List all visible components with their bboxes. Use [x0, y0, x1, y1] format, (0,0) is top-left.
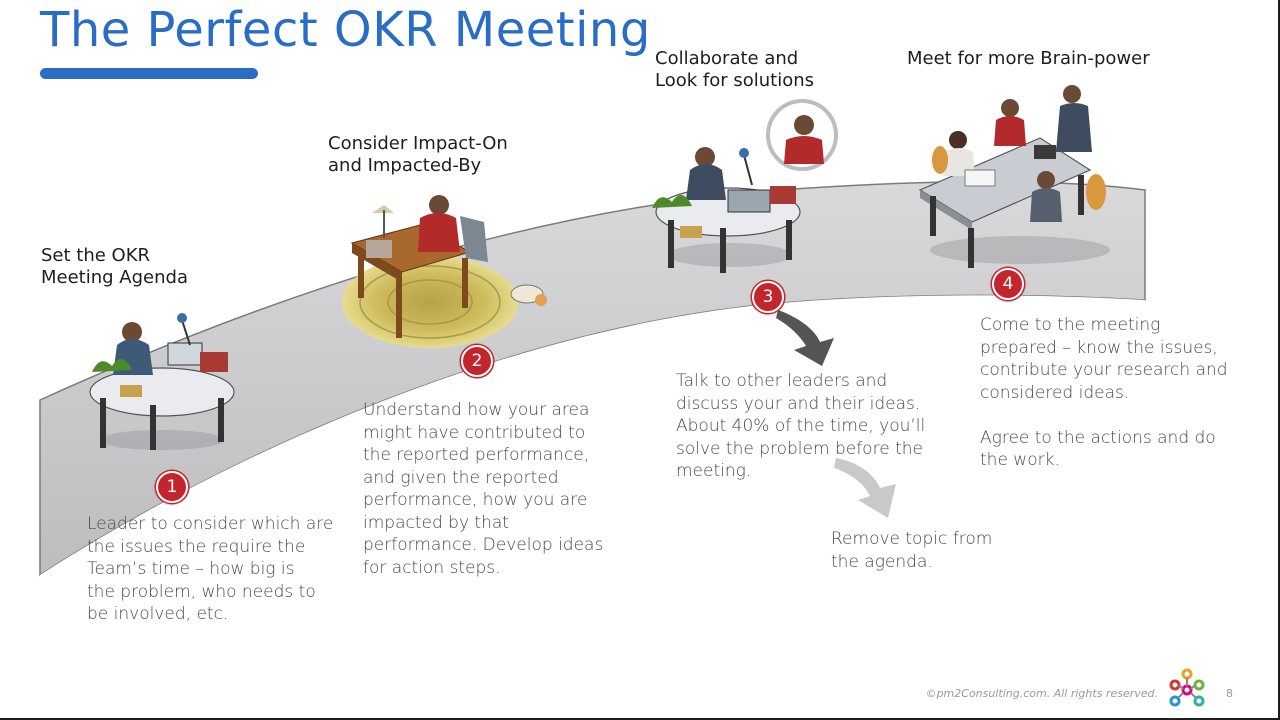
step-4-body: Come to the meeting prepared – know the … [980, 315, 1228, 470]
step-4-badge: 4 [992, 268, 1024, 300]
slide-title: The Perfect OKR Meeting [40, 2, 651, 58]
arrow-to-remove-topic [834, 458, 896, 518]
desk-4-illustration [918, 85, 1110, 268]
step-4-heading: Meet for more Brain-power [907, 48, 1150, 69]
arrow-to-step-4 [776, 310, 834, 366]
step-2-badge: 2 [461, 345, 493, 377]
remove-topic-note: Remove topic from the agenda. [831, 529, 993, 572]
step-3-badge: 3 [752, 281, 784, 313]
title-underline [40, 68, 258, 79]
desk-1-illustration [89, 313, 235, 450]
pm2-logo-icon [1169, 668, 1205, 707]
step-2-heading: Consider Impact-On and Impacted-By [328, 133, 508, 176]
step-1-heading: Set the OKR Meeting Agenda [41, 245, 188, 288]
step-3-heading: Collaborate and Look for solutions [655, 48, 815, 91]
step-1-badge: 1 [156, 471, 188, 503]
desk-3-illustration [652, 99, 838, 273]
step-3-body: Talk to other leaders and discuss your a… [676, 371, 926, 481]
step-1-body: Leader to consider which are the issues … [87, 514, 334, 624]
step-2-body: Understand how your area might have cont… [363, 400, 604, 578]
desk-2-illustration [342, 195, 547, 348]
copyright-footer: ©pm2Consulting.com. All rights reserved. [925, 687, 1158, 700]
page-number: 8 [1226, 687, 1233, 700]
